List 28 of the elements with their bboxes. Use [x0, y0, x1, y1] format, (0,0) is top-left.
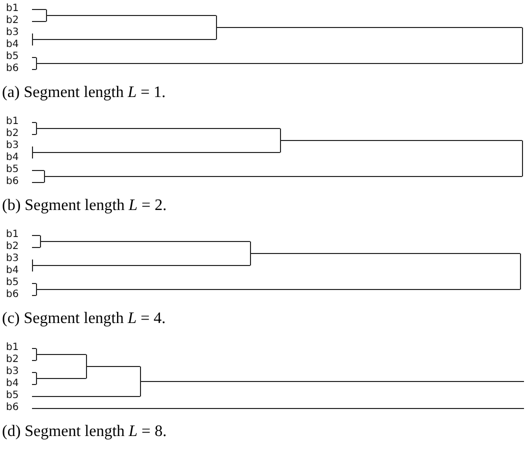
leaf-label: b1	[6, 3, 19, 14]
leaf-label: b6	[6, 63, 19, 74]
leaf-label: b2	[6, 128, 19, 139]
figure-caption: (d) Segment length L = 8.	[2, 423, 167, 441]
leaf-label: b3	[6, 366, 19, 377]
leaf-label: b4	[6, 39, 19, 50]
leaf-label: b2	[6, 354, 19, 365]
figure-caption: (c) Segment length L = 4.	[2, 310, 166, 328]
leaf-label: b6	[6, 289, 19, 300]
leaf-label: b1	[6, 116, 19, 127]
leaf-label: b1	[6, 342, 19, 353]
leaf-label: b5	[6, 51, 19, 62]
leaf-label: b6	[6, 176, 19, 187]
leaf-label: b3	[6, 27, 19, 38]
leaf-label: b4	[6, 152, 19, 163]
figure-caption: (b) Segment length L = 2.	[2, 197, 167, 215]
leaf-label: b6	[6, 402, 19, 413]
figure-caption: (a) Segment length L = 1.	[2, 84, 166, 102]
leaf-label: b5	[6, 277, 19, 288]
leaf-label: b2	[6, 241, 19, 252]
leaf-label: b3	[6, 140, 19, 151]
leaf-label: b1	[6, 229, 19, 240]
leaf-label: b5	[6, 164, 19, 175]
leaf-label: b5	[6, 390, 19, 401]
leaf-label: b4	[6, 265, 19, 276]
leaf-label: b2	[6, 15, 19, 26]
leaf-label: b3	[6, 253, 19, 264]
leaf-label: b4	[6, 378, 19, 389]
